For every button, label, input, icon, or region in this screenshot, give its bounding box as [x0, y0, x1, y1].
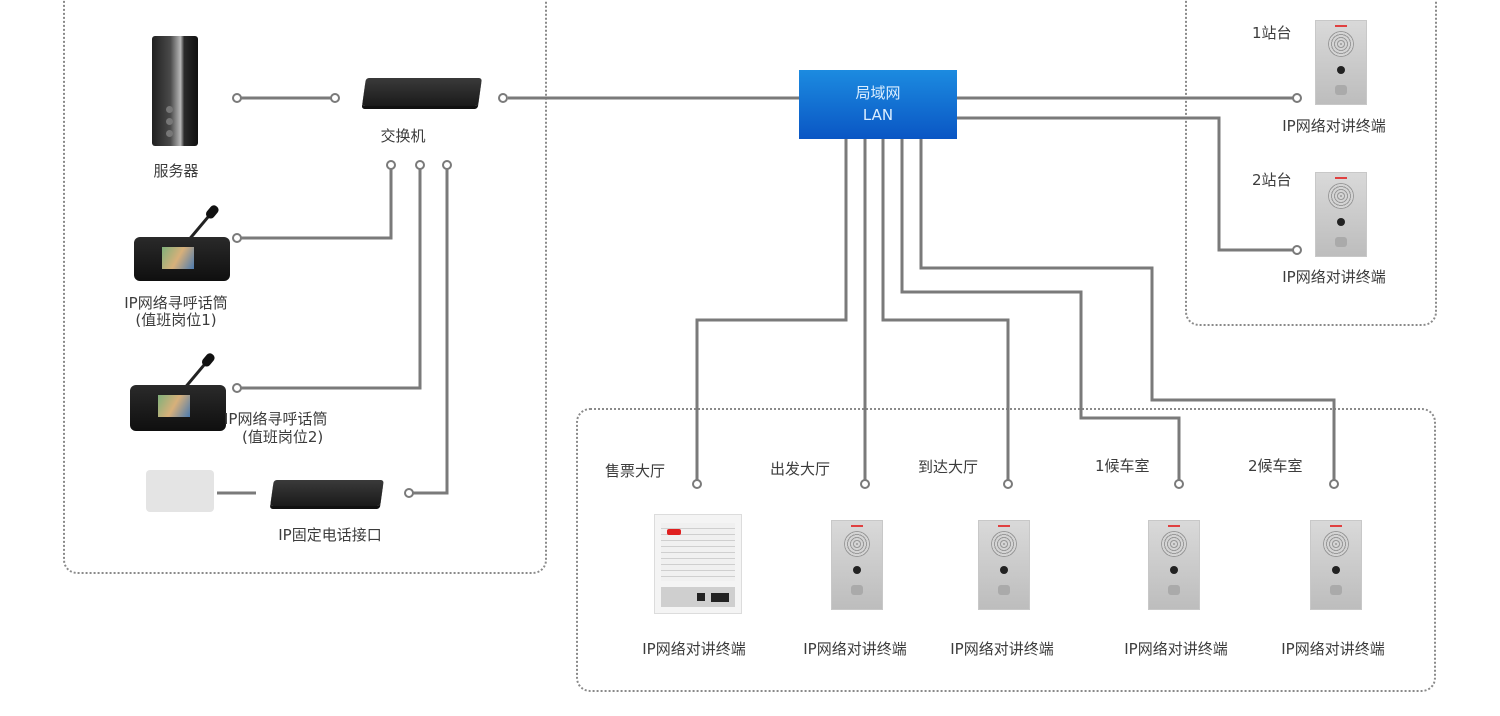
line-console1	[241, 165, 393, 240]
lan-hub: 局域网 LAN	[799, 70, 957, 139]
port-hall4	[1174, 479, 1184, 489]
port-switch-2	[415, 160, 425, 170]
port-hall5	[1329, 479, 1339, 489]
hall-4-label: 1候车室	[1095, 457, 1150, 475]
hall-4-device-label: IP网络对讲终端	[1124, 640, 1228, 658]
intercom-terminal-icon	[1148, 520, 1200, 610]
phone-interface-icon	[270, 480, 384, 506]
hall-1-label: 售票大厅	[605, 462, 666, 480]
port-switch-out	[498, 93, 508, 103]
line-lan-hall1	[695, 139, 848, 482]
port-hall1	[692, 479, 702, 489]
paging-console-1-icon	[134, 195, 234, 285]
paging-console-1-label: IP网络寻呼话筒 (值班岗位1)	[124, 294, 228, 329]
hall-1-device-label: IP网络对讲终端	[642, 640, 746, 658]
intercom-terminal-icon	[1315, 172, 1367, 257]
platform-1-label: 1站台	[1252, 24, 1292, 42]
port-platform2	[1292, 245, 1302, 255]
port-hall2	[860, 479, 870, 489]
hall-zone	[576, 408, 1436, 692]
wall-intercom-icon	[654, 514, 742, 614]
platform-2-device-label: IP网络对讲终端	[1282, 268, 1386, 286]
hall-2-device-label: IP网络对讲终端	[803, 640, 907, 658]
intercom-terminal-icon	[978, 520, 1030, 610]
paging-console-2-icon	[130, 345, 230, 435]
platform-2-label: 2站台	[1252, 171, 1292, 189]
hall-2-label: 出发大厅	[770, 460, 831, 478]
port-switch-in	[330, 93, 340, 103]
line-lan-platform2	[957, 116, 1296, 252]
port-phone	[404, 488, 414, 498]
hall-3-device-label: IP网络对讲终端	[950, 640, 1054, 658]
switch-label: 交换机	[380, 127, 426, 145]
line-console2	[241, 165, 422, 390]
intercom-terminal-icon	[1315, 20, 1367, 105]
line-lan-hall3	[881, 139, 1010, 482]
port-switch-3	[442, 160, 452, 170]
phone-interface-label: IP固定电话接口	[278, 526, 382, 544]
lan-label-cn: 局域网	[855, 84, 901, 102]
port-server	[232, 93, 242, 103]
server-icon	[152, 36, 198, 146]
server-label: 服务器	[153, 162, 199, 180]
paging-console-2-label: IP网络寻呼话筒 (值班岗位2)	[224, 410, 328, 446]
hall-3-label: 到达大厅	[918, 458, 979, 476]
port-hall3	[1003, 479, 1013, 489]
platform-1-device-label: IP网络对讲终端	[1282, 117, 1386, 135]
port-switch-1	[386, 160, 396, 170]
control-room-zone	[63, 0, 547, 574]
intercom-terminal-icon	[831, 520, 883, 610]
switch-icon	[362, 78, 482, 106]
hall-5-label: 2候车室	[1248, 457, 1303, 475]
platform-zone	[1185, 0, 1437, 326]
phone-icon	[146, 470, 214, 512]
line-phone	[413, 165, 449, 495]
intercom-terminal-icon	[1310, 520, 1362, 610]
port-platform1	[1292, 93, 1302, 103]
line-lan-hall5	[919, 139, 1336, 482]
line-lan-hall4	[900, 139, 1181, 482]
lan-label-en: LAN	[862, 106, 894, 124]
port-console1	[232, 233, 242, 243]
port-console2	[232, 383, 242, 393]
hall-5-device-label: IP网络对讲终端	[1281, 640, 1385, 658]
